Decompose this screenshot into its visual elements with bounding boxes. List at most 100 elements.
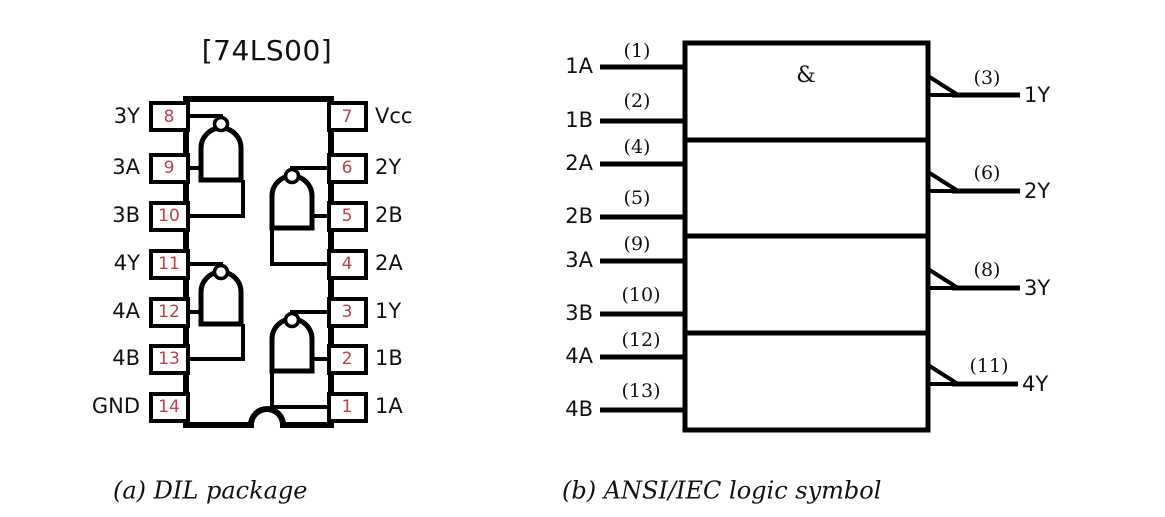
iec-input-pin-12: (12) (621, 329, 660, 351)
iec-output-negation-triangle-4Y-icon (926, 363, 965, 386)
pin-number-12: 12 (158, 302, 180, 322)
iec-input-pin-1: (1) (624, 40, 651, 62)
iec-output-negation-triangle-3Y-icon (926, 267, 965, 290)
iec-section-2: 2A (4) 2B (5) (6) 2Y (565, 136, 1050, 228)
iec-input-label-4B: 4B (565, 397, 593, 421)
nand-gate-3 (188, 114, 245, 218)
pin-row-GND: GND 14 (92, 392, 190, 423)
pin-label-3Y: 3Y (114, 104, 140, 128)
pin-row-3Y: 3Y 8 (114, 101, 190, 132)
iec-output-negation-triangle-2Y-icon (926, 170, 965, 193)
pin-number-2: 2 (342, 349, 353, 369)
gate-2-input-a-wire (270, 228, 329, 266)
dil-package-diagram: [74LS00] 3Y 8 3A 9 3B 10 4Y (92, 34, 412, 428)
iec-output-pin-8: (8) (974, 259, 1001, 281)
pin-row-2A: 4 2A (327, 249, 403, 280)
gate-3-input-b-wire (188, 180, 245, 218)
pin-label-Vcc: Vcc (375, 104, 412, 128)
pin-label-2A: 2A (375, 251, 403, 275)
iec-section-1: 1A (1) 1B (2) (3) 1Y (565, 40, 1050, 132)
iec-output-label-1Y: 1Y (1024, 83, 1050, 107)
iec-input-pin-10: (10) (621, 284, 660, 306)
nand-gate-1 (269, 310, 329, 409)
iec-output-negation-triangle-1Y-icon (926, 74, 965, 97)
gate-2-bubble-icon (283, 167, 301, 185)
pin-number-3: 3 (342, 302, 353, 322)
pin-number-5: 5 (342, 206, 353, 226)
iec-input-label-1B: 1B (565, 108, 593, 132)
nand-gate-2 (269, 166, 329, 266)
iec-section-3: 3A (9) 3B (10) (8) 3Y (565, 233, 1050, 325)
gate-4-bubble-icon (212, 263, 230, 281)
iec-input-label-3B: 3B (565, 301, 593, 325)
pin-box-13 (149, 344, 190, 375)
pin-row-2Y: 6 2Y (327, 153, 401, 184)
pin-box-11 (149, 249, 190, 280)
pin-label-1Y: 1Y (375, 299, 401, 323)
package-title: [74LS00] (202, 34, 332, 67)
gate-1-input-a-wire (270, 371, 329, 409)
pin-row-3A: 3A 9 (112, 153, 190, 184)
left-pins-group: 3Y 8 3A 9 3B 10 4Y 11 4A (92, 101, 190, 423)
pin-label-2B: 2B (375, 203, 403, 227)
iec-output-pin-11: (11) (969, 355, 1008, 377)
pin-row-3B: 3B 10 (112, 201, 190, 232)
caption-b: (b) ANSI/IEC logic symbol (562, 477, 881, 505)
pin-box-2 (327, 344, 368, 375)
pin-row-1Y: 3 1Y (327, 297, 401, 328)
pin-label-4Y: 4Y (114, 251, 140, 275)
pin-label-2Y: 2Y (375, 155, 401, 179)
iec-input-pin-13: (13) (621, 380, 660, 402)
nand-gate-4 (188, 262, 245, 361)
iec-input-label-3A: 3A (565, 248, 593, 272)
iec-output-label-2Y: 2Y (1024, 179, 1050, 203)
pin-label-4A: 4A (112, 299, 140, 323)
gate-3-body (198, 125, 244, 183)
iec-output-pin-3: (3) (974, 67, 1001, 89)
pin-number-1: 1 (342, 397, 353, 417)
iec-input-pin-4: (4) (624, 136, 651, 158)
iec-output-label-4Y: 4Y (1022, 372, 1048, 396)
caption-a: (a) DIL package (113, 477, 307, 505)
pin-row-4B: 4B 13 (112, 344, 190, 375)
gate-1-bubble-icon (283, 311, 301, 329)
pin-label-4B: 4B (112, 346, 140, 370)
pin-row-Vcc: 7 Vcc (327, 101, 412, 132)
iec-input-label-4A: 4A (565, 344, 593, 368)
pin-number-10: 10 (158, 206, 180, 226)
iec-section-4: 4A (12) 4B (13) (11) 4Y (565, 329, 1048, 421)
pin-label-3B: 3B (112, 203, 140, 227)
gate-3-bubble-icon (212, 115, 230, 133)
gate-4-input-b-wire (188, 324, 245, 361)
pin-label-GND: GND (92, 394, 140, 418)
pin-number-11: 11 (158, 254, 180, 274)
iec-output-pin-6: (6) (974, 162, 1001, 184)
iec-input-label-1A: 1A (565, 54, 593, 78)
pin-box-9 (149, 153, 190, 184)
pin-box-14 (149, 392, 190, 423)
pin-label-1B: 1B (375, 346, 403, 370)
and-qualifier-symbol: & (796, 63, 816, 88)
iec-input-pin-2: (2) (624, 90, 651, 112)
iec-input-label-2A: 2A (565, 151, 593, 175)
pin-box-7 (327, 101, 368, 132)
iec-input-pin-9: (9) (624, 233, 651, 255)
pin-box-1 (327, 392, 368, 423)
pin-number-14: 14 (158, 397, 180, 417)
pin-box-6 (327, 153, 368, 184)
pin-row-4A: 4A 12 (112, 297, 190, 328)
pin-row-1B: 2 1B (327, 344, 403, 375)
pin-number-6: 6 (342, 158, 353, 178)
pin-row-1A: 1 1A (327, 392, 403, 423)
pin-number-4: 4 (342, 254, 353, 274)
pin-number-7: 7 (342, 107, 353, 127)
iec-output-label-3Y: 3Y (1024, 276, 1050, 300)
pin-label-3A: 3A (112, 155, 140, 179)
pin-row-2B: 5 2B (327, 201, 403, 232)
iec-logic-symbol-diagram: & 1A (1) 1B (2) (3) 1Y 2A (4) 2B (5) (6) (565, 40, 1050, 433)
pin-number-8: 8 (164, 107, 175, 127)
pin-row-4Y: 4Y 11 (114, 249, 190, 280)
right-pins-group: 7 Vcc 6 2Y 5 2B 4 2A 3 1Y (327, 101, 412, 423)
pin-label-1A: 1A (375, 394, 403, 418)
